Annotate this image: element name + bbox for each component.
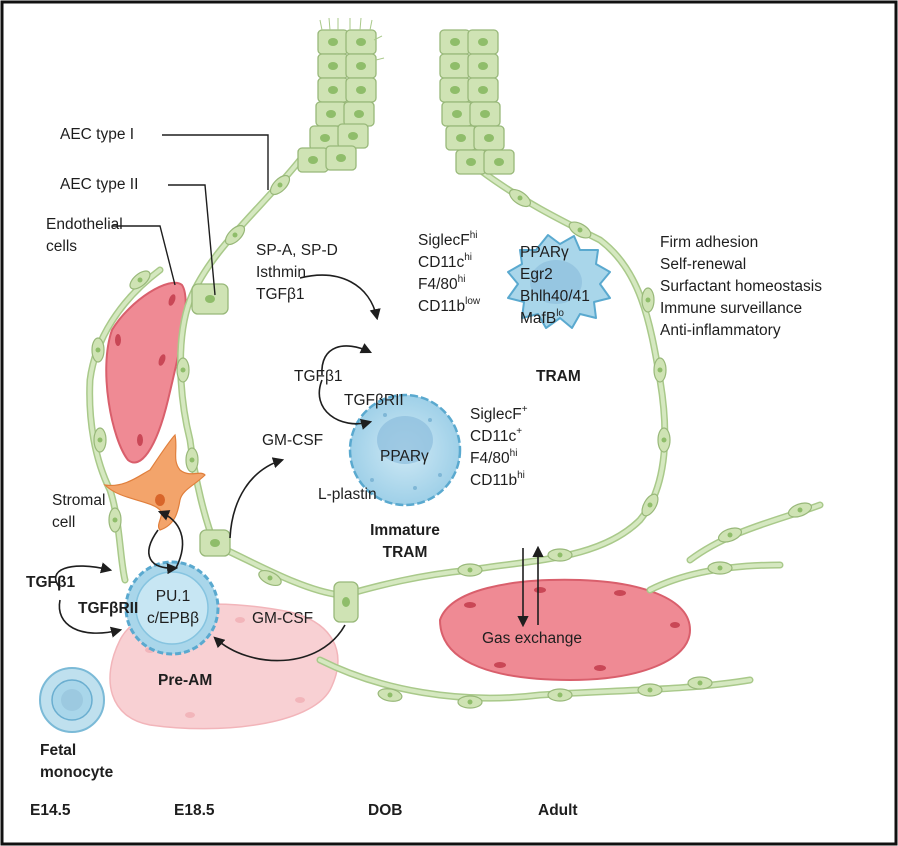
type1-nuclei (91, 174, 813, 709)
airway-epithelium-left-nuclei (308, 38, 366, 164)
fetal-monocyte-title: Fetal monocyte (40, 740, 113, 784)
timeline-dob: DOB (368, 802, 403, 819)
label-endothelial: Endothelial cells (46, 214, 123, 258)
leader-lines (112, 134, 269, 296)
tram-function: Firm adhesion (660, 234, 759, 251)
label-tgfbr-immature: TGFβRII (344, 392, 404, 409)
label-aec-type2: AEC type II (60, 176, 139, 193)
label-lplastin: L-plastin (318, 486, 377, 503)
label-factors: SP-A, SP-D Isthmin TGFβ1 (256, 240, 338, 306)
airway-epithelium-left (297, 29, 377, 173)
factor-isthmin: Isthmin (256, 264, 306, 281)
immature-title-line2: TRAM (382, 544, 428, 561)
label-gmcsf-upper: GM-CSF (262, 432, 324, 449)
immature-tram-cell (348, 393, 462, 507)
tram-marker: CD11blow (418, 295, 481, 315)
adult-capillary-nuclei (464, 587, 680, 671)
airway-epithelium-right-nuclei (450, 38, 504, 166)
immature-center-tf: PPARγ (380, 448, 429, 465)
tram-function: Self-renewal (660, 256, 747, 273)
immature-marker: CD11c+ (470, 425, 523, 445)
factor-spa-spd: SP-A, SP-D (256, 242, 338, 259)
stromal-cell (103, 433, 206, 531)
aec-type2-nuclei (205, 295, 350, 607)
fetal-title-line2: monocyte (40, 764, 114, 781)
cilia-left (319, 17, 385, 61)
tram-function: Immune surveillance (660, 300, 803, 317)
timeline-adult: Adult (538, 802, 578, 819)
tram-tf: Egr2 (520, 266, 553, 283)
pre-am-tfs: PU.1 c/EPBβ (132, 586, 214, 630)
tram-tf: MafBlo (520, 307, 564, 327)
adult-capillary (438, 578, 692, 682)
label-tgfb1-pre: TGFβ1 (26, 574, 76, 591)
tram-tf: Bhlh40/41 (520, 288, 590, 305)
label-gas-exchange: Gas exchange (482, 630, 582, 647)
immature-marker: F4/80hi (470, 447, 518, 467)
endothelial-nuclei (115, 294, 176, 446)
label-stromal-line1: Stromal (52, 492, 106, 509)
label-aec-type1: AEC type I (60, 126, 135, 143)
immature-title-line1: Immature (370, 522, 440, 539)
tram-marker: SiglecFhi (418, 229, 478, 249)
label-stromal-line2: cell (52, 514, 76, 531)
factor-tgfb1: TGFβ1 (256, 286, 305, 303)
label-gmcsf-lower: GM-CSF (252, 610, 314, 627)
timeline-e14: E14.5 (30, 802, 71, 819)
timeline-e18: E18.5 (174, 802, 215, 819)
label-endothelial-line1: Endothelial (46, 216, 123, 233)
tram-marker: F4/80hi (418, 273, 466, 293)
tram-function: Anti-inflammatory (660, 322, 781, 339)
tram-cell (507, 234, 611, 329)
arrows (54, 274, 544, 662)
endothelial-vessel (105, 281, 187, 464)
pre-am-tf-cebpb: c/EPBβ (147, 610, 199, 627)
pre-am-title: Pre-AM (158, 672, 213, 689)
tram-marker: CD11chi (418, 251, 473, 271)
immature-tram-title: Immature TRAM (350, 520, 460, 564)
aec-type2-cells (191, 283, 359, 623)
pre-am-tf-pu1: PU.1 (155, 588, 191, 605)
label-tgfb1-immature: TGFβ1 (294, 368, 343, 385)
immature-marker: CD11bhi (470, 469, 525, 489)
fetal-monocyte (39, 667, 105, 733)
capillary-light-nuclei (145, 617, 305, 718)
tram-title: TRAM (536, 368, 581, 385)
immature-marker: SiglecF+ (470, 403, 528, 423)
label-stromal: Stromal cell (52, 490, 105, 534)
label-endothelial-line2: cells (46, 238, 78, 255)
tram-function: Surfactant homeostasis (660, 278, 822, 295)
tram-tf: PPARγ (520, 244, 569, 261)
fetal-title-line1: Fetal (40, 742, 77, 759)
label-tgfbr-pre: TGFβRII (78, 600, 139, 617)
